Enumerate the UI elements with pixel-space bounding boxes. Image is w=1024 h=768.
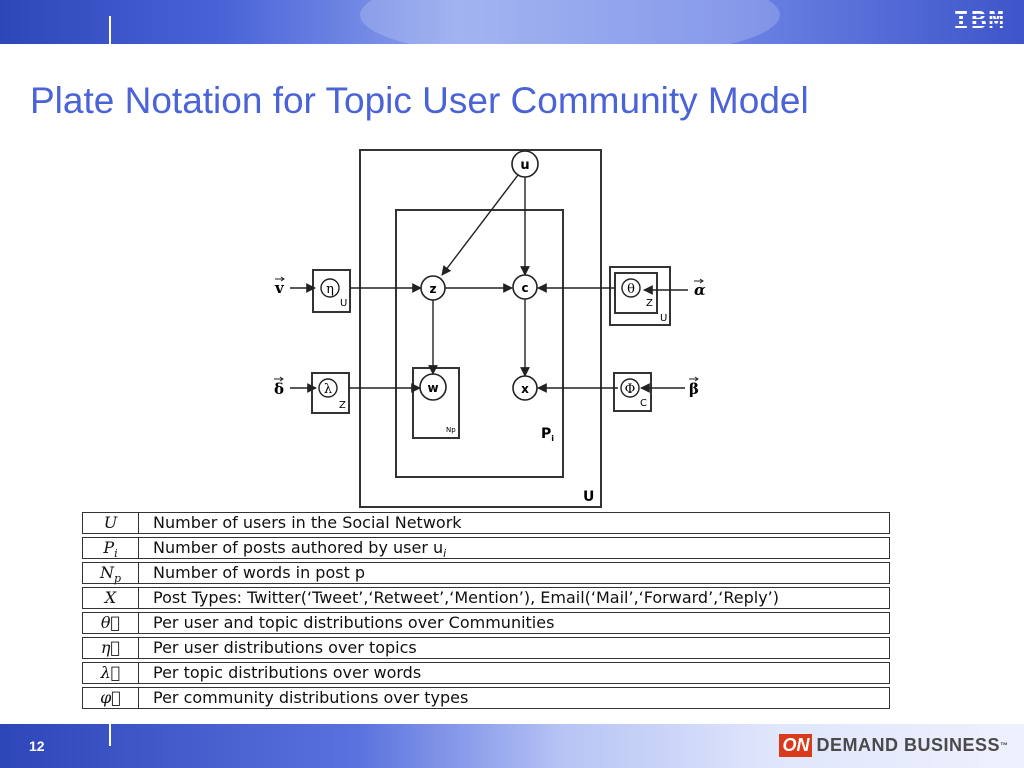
legend-symbol: Np <box>83 563 139 585</box>
node-x: x <box>512 375 538 401</box>
user-plate-label: U <box>583 489 594 505</box>
post-plate <box>395 209 564 478</box>
legend-symbol: U <box>83 513 139 533</box>
param-lambda: λ <box>318 378 338 398</box>
edge-u-z <box>441 174 519 276</box>
node-c: c <box>512 274 538 300</box>
symbol-legend: U Number of users in the Social Network … <box>82 512 890 712</box>
legend-description: Number of posts authored by user ui <box>153 538 447 561</box>
node-u: u <box>511 150 539 178</box>
legend-symbol: λ⃗ <box>83 663 139 683</box>
theta-outer-plate <box>609 266 671 326</box>
header-divider <box>109 16 111 44</box>
footer-bar: 12 ON DEMAND BUSINESS ™ <box>0 724 1024 768</box>
page-number: 12 <box>29 738 45 754</box>
lambda-plate <box>311 372 350 414</box>
legend-description: Per user and topic distributions over Co… <box>153 613 555 632</box>
post-plate-label-main: P <box>541 426 551 442</box>
param-theta: θ <box>621 278 641 298</box>
hyper-beta: β <box>689 380 699 398</box>
legend-row: Np Number of words in post p <box>82 562 890 585</box>
node-x-label: x <box>521 382 529 396</box>
legend-description: Per topic distributions over words <box>153 663 422 682</box>
legend-description: Per community distributions over types <box>153 688 469 707</box>
hyper-vector-marks <box>274 276 704 382</box>
footer-divider <box>109 724 111 746</box>
legend-row: λ⃗ Per topic distributions over words <box>82 662 890 684</box>
param-eta-label: η <box>326 282 334 297</box>
phi-plate <box>613 372 652 412</box>
hyper-alpha: α <box>694 281 706 299</box>
node-z-label: z <box>430 282 437 296</box>
node-w-label: w <box>427 381 438 395</box>
header-swoosh <box>360 0 780 44</box>
param-phi-label: Φ <box>625 382 636 397</box>
on-demand-business-logo: ON DEMAND BUSINESS ™ <box>779 734 1008 757</box>
legend-row: η⃗ Per user distributions over topics <box>82 637 890 659</box>
node-c-label: c <box>521 281 528 295</box>
legend-symbol: θ⃗ <box>83 613 139 633</box>
legend-description: Per user distributions over topics <box>153 638 417 657</box>
post-plate-label: Pi <box>541 426 554 443</box>
hyper-delta: δ <box>274 380 284 398</box>
legend-symbol: X <box>83 588 139 608</box>
ibm-logo: IBM <box>953 6 1006 36</box>
legend-symbol: Pi <box>83 538 139 560</box>
node-u-label: u <box>520 158 529 173</box>
lambda-plate-label: Z <box>339 400 346 411</box>
plate-diagram: u z c w x η λ θ Φ v δ α β U <box>274 149 706 508</box>
legend-row: U Number of users in the Social Network <box>82 512 890 534</box>
user-plate <box>359 149 602 508</box>
param-eta: η <box>320 278 340 298</box>
hyper-nu: v <box>274 279 285 297</box>
brand-tm: ™ <box>1000 741 1008 750</box>
header-bar: IBM <box>0 0 1024 44</box>
brand-on: ON <box>779 734 813 757</box>
legend-symbol: φ⃗ <box>83 688 139 708</box>
theta-outer-label: U <box>660 313 667 324</box>
node-z: z <box>420 275 446 301</box>
param-lambda-label: λ <box>324 382 332 397</box>
param-phi: Φ <box>620 378 640 398</box>
eta-plate-label: U <box>340 298 347 309</box>
node-w: w <box>419 373 447 401</box>
slide-title: Plate Notation for Topic User Community … <box>30 80 809 121</box>
legend-description: Post Types: Twitter(‘Tweet’,‘Retweet’,‘M… <box>153 588 779 607</box>
phi-plate-label: C <box>640 398 647 409</box>
legend-row: Pi Number of posts authored by user ui <box>82 537 890 561</box>
legend-description: Number of words in post p <box>153 563 366 582</box>
legend-row: X Post Types: Twitter(‘Tweet’,‘Retweet’,… <box>82 587 890 609</box>
legend-symbol: η⃗ <box>83 638 139 658</box>
legend-row: φ⃗ Per community distributions over type… <box>82 687 890 709</box>
word-plate-label: Np <box>446 426 456 434</box>
brand-rest: DEMAND BUSINESS <box>816 735 1000 755</box>
theta-inner-plate <box>614 272 658 314</box>
post-plate-label-sub: i <box>551 434 554 443</box>
legend-row: θ⃗ Per user and topic distributions over… <box>82 612 890 634</box>
legend-description: Number of users in the Social Network <box>153 513 462 532</box>
param-theta-label: θ <box>627 282 635 297</box>
theta-inner-label: Z <box>646 298 653 309</box>
